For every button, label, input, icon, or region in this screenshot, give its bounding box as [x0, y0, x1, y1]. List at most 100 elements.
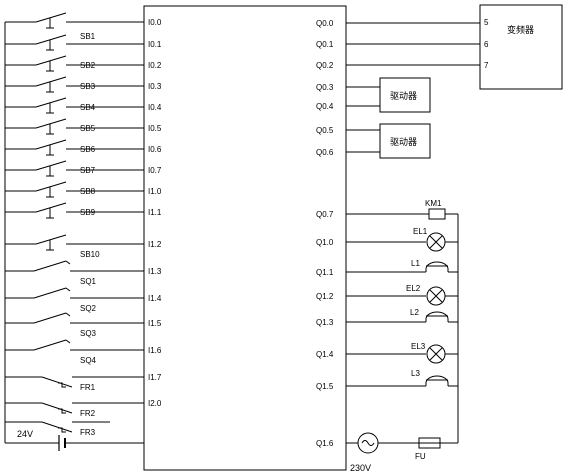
fuse-label: FU: [415, 452, 426, 461]
pushbutton-contact: [35, 160, 67, 171]
input-port-label: I1.5: [148, 319, 162, 328]
input-label: SB7: [80, 166, 96, 175]
l2-label: L2: [410, 308, 419, 317]
vfd-terminal-7: 7: [484, 61, 489, 70]
pushbutton-contact: [35, 12, 67, 23]
input-port-label: I0.3: [148, 82, 162, 91]
input-label: SQ2: [80, 304, 97, 313]
pushbutton-contact: [35, 55, 67, 66]
el1-lamp: EL1: [346, 227, 458, 252]
input-label: FR1: [80, 383, 96, 392]
output-port-label: Q1.6: [316, 439, 334, 448]
input-label: SQ1: [80, 277, 97, 286]
ac-supply: FU 230V: [346, 432, 458, 473]
output-port-label: Q0.1: [316, 40, 334, 49]
pushbutton-contact: [35, 76, 67, 87]
input-label: SB9: [80, 208, 96, 217]
input-rung-12: SQ1 I1.3: [5, 260, 162, 286]
limit-switch-contact: [33, 339, 67, 351]
input-port-label: I1.0: [148, 187, 162, 196]
input-port-label: I1.7: [148, 373, 162, 382]
output-port-label: Q0.2: [316, 61, 334, 70]
driver-1: 驱动器: [346, 77, 431, 113]
limit-switch-contact: [33, 260, 67, 272]
input-rung-14: SQ3 I1.5: [5, 312, 162, 338]
input-port-label: I0.1: [148, 40, 162, 49]
l1-bell: L1: [346, 259, 458, 273]
driver-2-box: [379, 123, 431, 159]
coil-symbol: [428, 208, 446, 220]
bell-icon: [425, 311, 449, 322]
l2-bell: L2: [346, 308, 458, 323]
input-port-label: I1.6: [148, 346, 162, 355]
output-port-label: Q1.5: [316, 382, 334, 391]
thermal-relay-contact: [41, 376, 73, 388]
output-port-label: Q0.0: [316, 19, 334, 28]
output-port-label: Q0.5: [316, 126, 334, 135]
bell-icon: [425, 375, 449, 386]
thermal-relay-contact: [41, 402, 73, 414]
input-label: SQ3: [80, 329, 97, 338]
input-port-label: I1.4: [148, 294, 162, 303]
thermal-element-icon: [58, 427, 66, 433]
el3-label: EL3: [411, 342, 426, 351]
input-label: SB4: [80, 103, 96, 112]
vfd-box: [479, 4, 563, 90]
input-rung-4: SB3 I0.3: [5, 76, 162, 93]
input-label: SB10: [80, 250, 100, 259]
pushbutton-contact: [35, 181, 67, 192]
input-rung-10: SB9 I1.1: [5, 202, 162, 219]
input-port-label: I1.3: [148, 267, 162, 276]
l3-label: L3: [411, 369, 420, 378]
input-port-label: I0.2: [148, 61, 162, 70]
input-port-label: I2.0: [148, 399, 162, 408]
sine-wave-icon: [361, 440, 375, 446]
input-port-label: I0.6: [148, 145, 162, 154]
limit-switch-contact: [33, 287, 67, 299]
pushbutton-contact: [35, 139, 67, 150]
thermal-element-icon: [58, 408, 66, 414]
output-port-label: Q0.7: [316, 210, 334, 219]
input-rung-17: FR2 I2.0: [5, 399, 162, 418]
input-label: SB3: [80, 82, 96, 91]
input-label: FR2: [80, 409, 96, 418]
l1-label: L1: [411, 259, 420, 268]
input-label: SB1: [80, 32, 96, 41]
thermal-element-icon: [58, 382, 66, 388]
input-label: SB2: [80, 61, 96, 70]
vfd-label: 变频器: [507, 24, 534, 35]
dc-supply: 24V: [5, 429, 144, 451]
pushbutton-contact: [35, 34, 67, 45]
driver-2-label: 驱动器: [390, 137, 417, 147]
driver-1-box: [379, 77, 431, 113]
output-port-label: Q0.4: [316, 102, 334, 111]
input-label: FR3: [80, 428, 96, 437]
output-port-label: Q1.0: [316, 238, 334, 247]
pushbutton-contact: [35, 97, 67, 108]
el3-lamp: EL3: [346, 342, 458, 364]
output-port-label: Q0.6: [316, 148, 334, 157]
l3-bell: L3: [346, 369, 458, 387]
output-port-label: Q1.3: [316, 318, 334, 327]
input-rung-18: FR3: [5, 421, 110, 437]
input-rung-3: SB2 I0.2: [5, 55, 162, 72]
output-ports: Q0.0Q0.1Q0.2Q0.3Q0.4Q0.5Q0.6Q0.7Q1.0Q1.1…: [316, 19, 334, 448]
vfd-terminal-5: 5: [484, 18, 489, 27]
el1-label: EL1: [413, 227, 428, 236]
input-port-label: I0.0: [148, 18, 162, 27]
el2-label: EL2: [406, 284, 421, 293]
km1-coil: KM1: [346, 199, 458, 220]
pushbutton-contact: [35, 118, 67, 129]
vfd-terminal-6: 6: [484, 40, 489, 49]
input-port-label: I1.1: [148, 208, 162, 217]
